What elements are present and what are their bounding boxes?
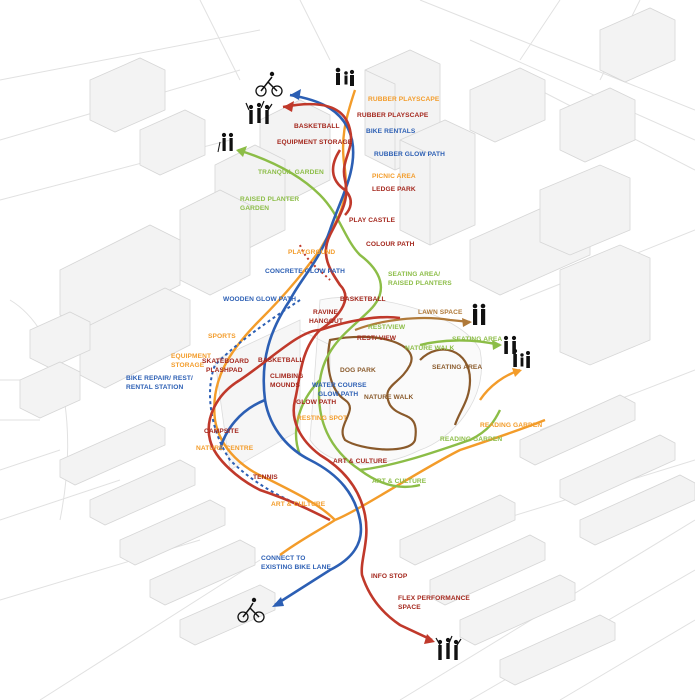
red-route — [207, 102, 433, 642]
label-flex-2: SPACE — [398, 604, 421, 611]
label-concrete-glow-path: CONCRETE GLOW PATH — [265, 268, 345, 275]
label-climbing-1: CLIMBING — [270, 373, 303, 380]
label-glow-path: GLOW PATH — [296, 399, 336, 406]
label-connect-2: EXISTING BIKE LANE — [261, 564, 331, 571]
label-picnic-area: PICNIC AREA — [372, 173, 416, 180]
label-playground: PLAYGROUND — [288, 249, 335, 256]
label-play-castle: PLAY CASTLE — [349, 217, 396, 224]
label-sports: SPORTS — [208, 333, 236, 340]
label-nature-walk-1: NATURE WALK — [405, 345, 454, 352]
label-seating-raised-1: SEATING AREA/ — [388, 271, 440, 278]
cyclist-bottom-icon — [237, 597, 265, 623]
label-rest-view-1: REST/VIEW — [368, 324, 406, 331]
arrow-green-right — [492, 340, 502, 350]
arrow-blue-top — [290, 89, 301, 100]
label-bike-repair-1: BIKE REPAIR/ REST/ — [126, 375, 193, 382]
label-water-course-1: WATER COURSE — [312, 382, 367, 389]
brown-nature-route — [327, 335, 472, 451]
people-icons — [217, 67, 530, 660]
label-wooden-glow-path: WOODEN GLOW PATH — [223, 296, 296, 303]
arrow-orange-right — [512, 368, 522, 377]
cyclist-icon — [255, 71, 283, 97]
label-flex-1: FLEX PERFORMANCE — [398, 595, 470, 602]
cheering-group-icon — [245, 100, 273, 124]
label-dog-park: DOG PARK — [340, 367, 376, 374]
label-lawn-space: LAWN SPACE — [418, 309, 463, 316]
arrow-brown-right — [462, 318, 472, 327]
elderly-pair-icon — [217, 132, 234, 153]
label-basketball-low: BASKETBALL — [258, 357, 304, 364]
green-route — [237, 148, 502, 489]
walking-pair-icon — [472, 303, 486, 325]
label-seating-area-1: SEATING AREA — [452, 336, 502, 343]
label-seating-raised-2: RAISED PLANTERS — [388, 280, 452, 287]
cheering-group-bottom-icon — [435, 635, 462, 660]
label-rubber-playscape-2: RUBBER PLAYSCAPE — [357, 112, 429, 119]
label-raised-planter-1: RAISED PLANTER — [240, 196, 299, 203]
arrow-red-bottom — [424, 634, 435, 644]
family-right-icon — [512, 348, 530, 368]
seated-group-icon — [503, 335, 517, 354]
label-connect-1: CONNECT TO — [261, 555, 305, 562]
label-rubber-glow-path: RUBBER GLOW PATH — [374, 151, 445, 158]
label-info-stop: INFO STOP — [371, 573, 408, 580]
label-art-culture-2: ART & CULTURE — [372, 478, 427, 485]
label-ledge-park: LEDGE PARK — [372, 186, 416, 193]
buildings — [19, 7, 695, 686]
label-raised-planter-2: GARDEN — [240, 205, 269, 212]
family-icon — [335, 67, 355, 86]
label-reading-garden-mid: READING GARDEN — [440, 436, 502, 443]
label-climbing-2: MOUNDS — [270, 382, 300, 389]
arrow-green-top — [236, 146, 247, 157]
labels: RUBBER PLAYSCAPE RUBBER PLAYSCAPE BASKET… — [126, 96, 542, 611]
label-nature-centre: NATURE CENTRE — [196, 445, 254, 452]
arrow-red-top — [283, 101, 294, 112]
label-equipment-storage-top: EQUIPMENT STORAGE — [277, 139, 353, 146]
label-reading-garden-right: READING GARDEN — [480, 422, 542, 429]
label-resting-spot: RESTING SPOT — [297, 415, 347, 422]
label-art-culture-3: ART & CULTURE — [271, 501, 326, 508]
label-basketball-mid: BASKETBALL — [340, 296, 386, 303]
label-ravine-2: HANGOUT — [309, 318, 343, 325]
arrow-blue-bottom — [272, 597, 284, 607]
label-water-course-2: GLOW PATH — [318, 391, 358, 398]
blue-dashed-route — [209, 299, 301, 506]
label-rest-view-2: REST/ VIEW — [357, 335, 397, 342]
label-nature-walk-2: NATURE WALK — [364, 394, 413, 401]
brown-lawn-route — [354, 316, 471, 332]
route-arrowheads — [236, 89, 522, 644]
label-colour-path: COLOUR PATH — [366, 241, 415, 248]
label-skateboard-2: PLASHPAD — [206, 367, 243, 374]
label-tranquil-garden: TRANQUIL GARDEN — [258, 169, 324, 176]
label-skateboard-1: SKATEBOARD — [202, 358, 249, 365]
label-bike-rentals: BIKE RENTALS — [366, 128, 416, 135]
label-equipment-left-1: EQUIPMENT — [171, 353, 211, 360]
label-tennis: TENNIS — [253, 474, 278, 481]
label-seating-area-2: SEATING AREA — [432, 364, 482, 371]
label-bike-repair-2: RENTAL STATION — [126, 384, 183, 391]
label-basketball-top: BASKETBALL — [294, 123, 340, 130]
label-rubber-playscape-1: RUBBER PLAYSCAPE — [368, 96, 440, 103]
label-campsite: CAMPSITE — [204, 428, 239, 435]
label-art-culture-1: ART & CULTURE — [333, 458, 388, 465]
label-equipment-left-2: STORAGE — [171, 362, 205, 369]
label-ravine-1: RAVINE — [313, 309, 339, 316]
